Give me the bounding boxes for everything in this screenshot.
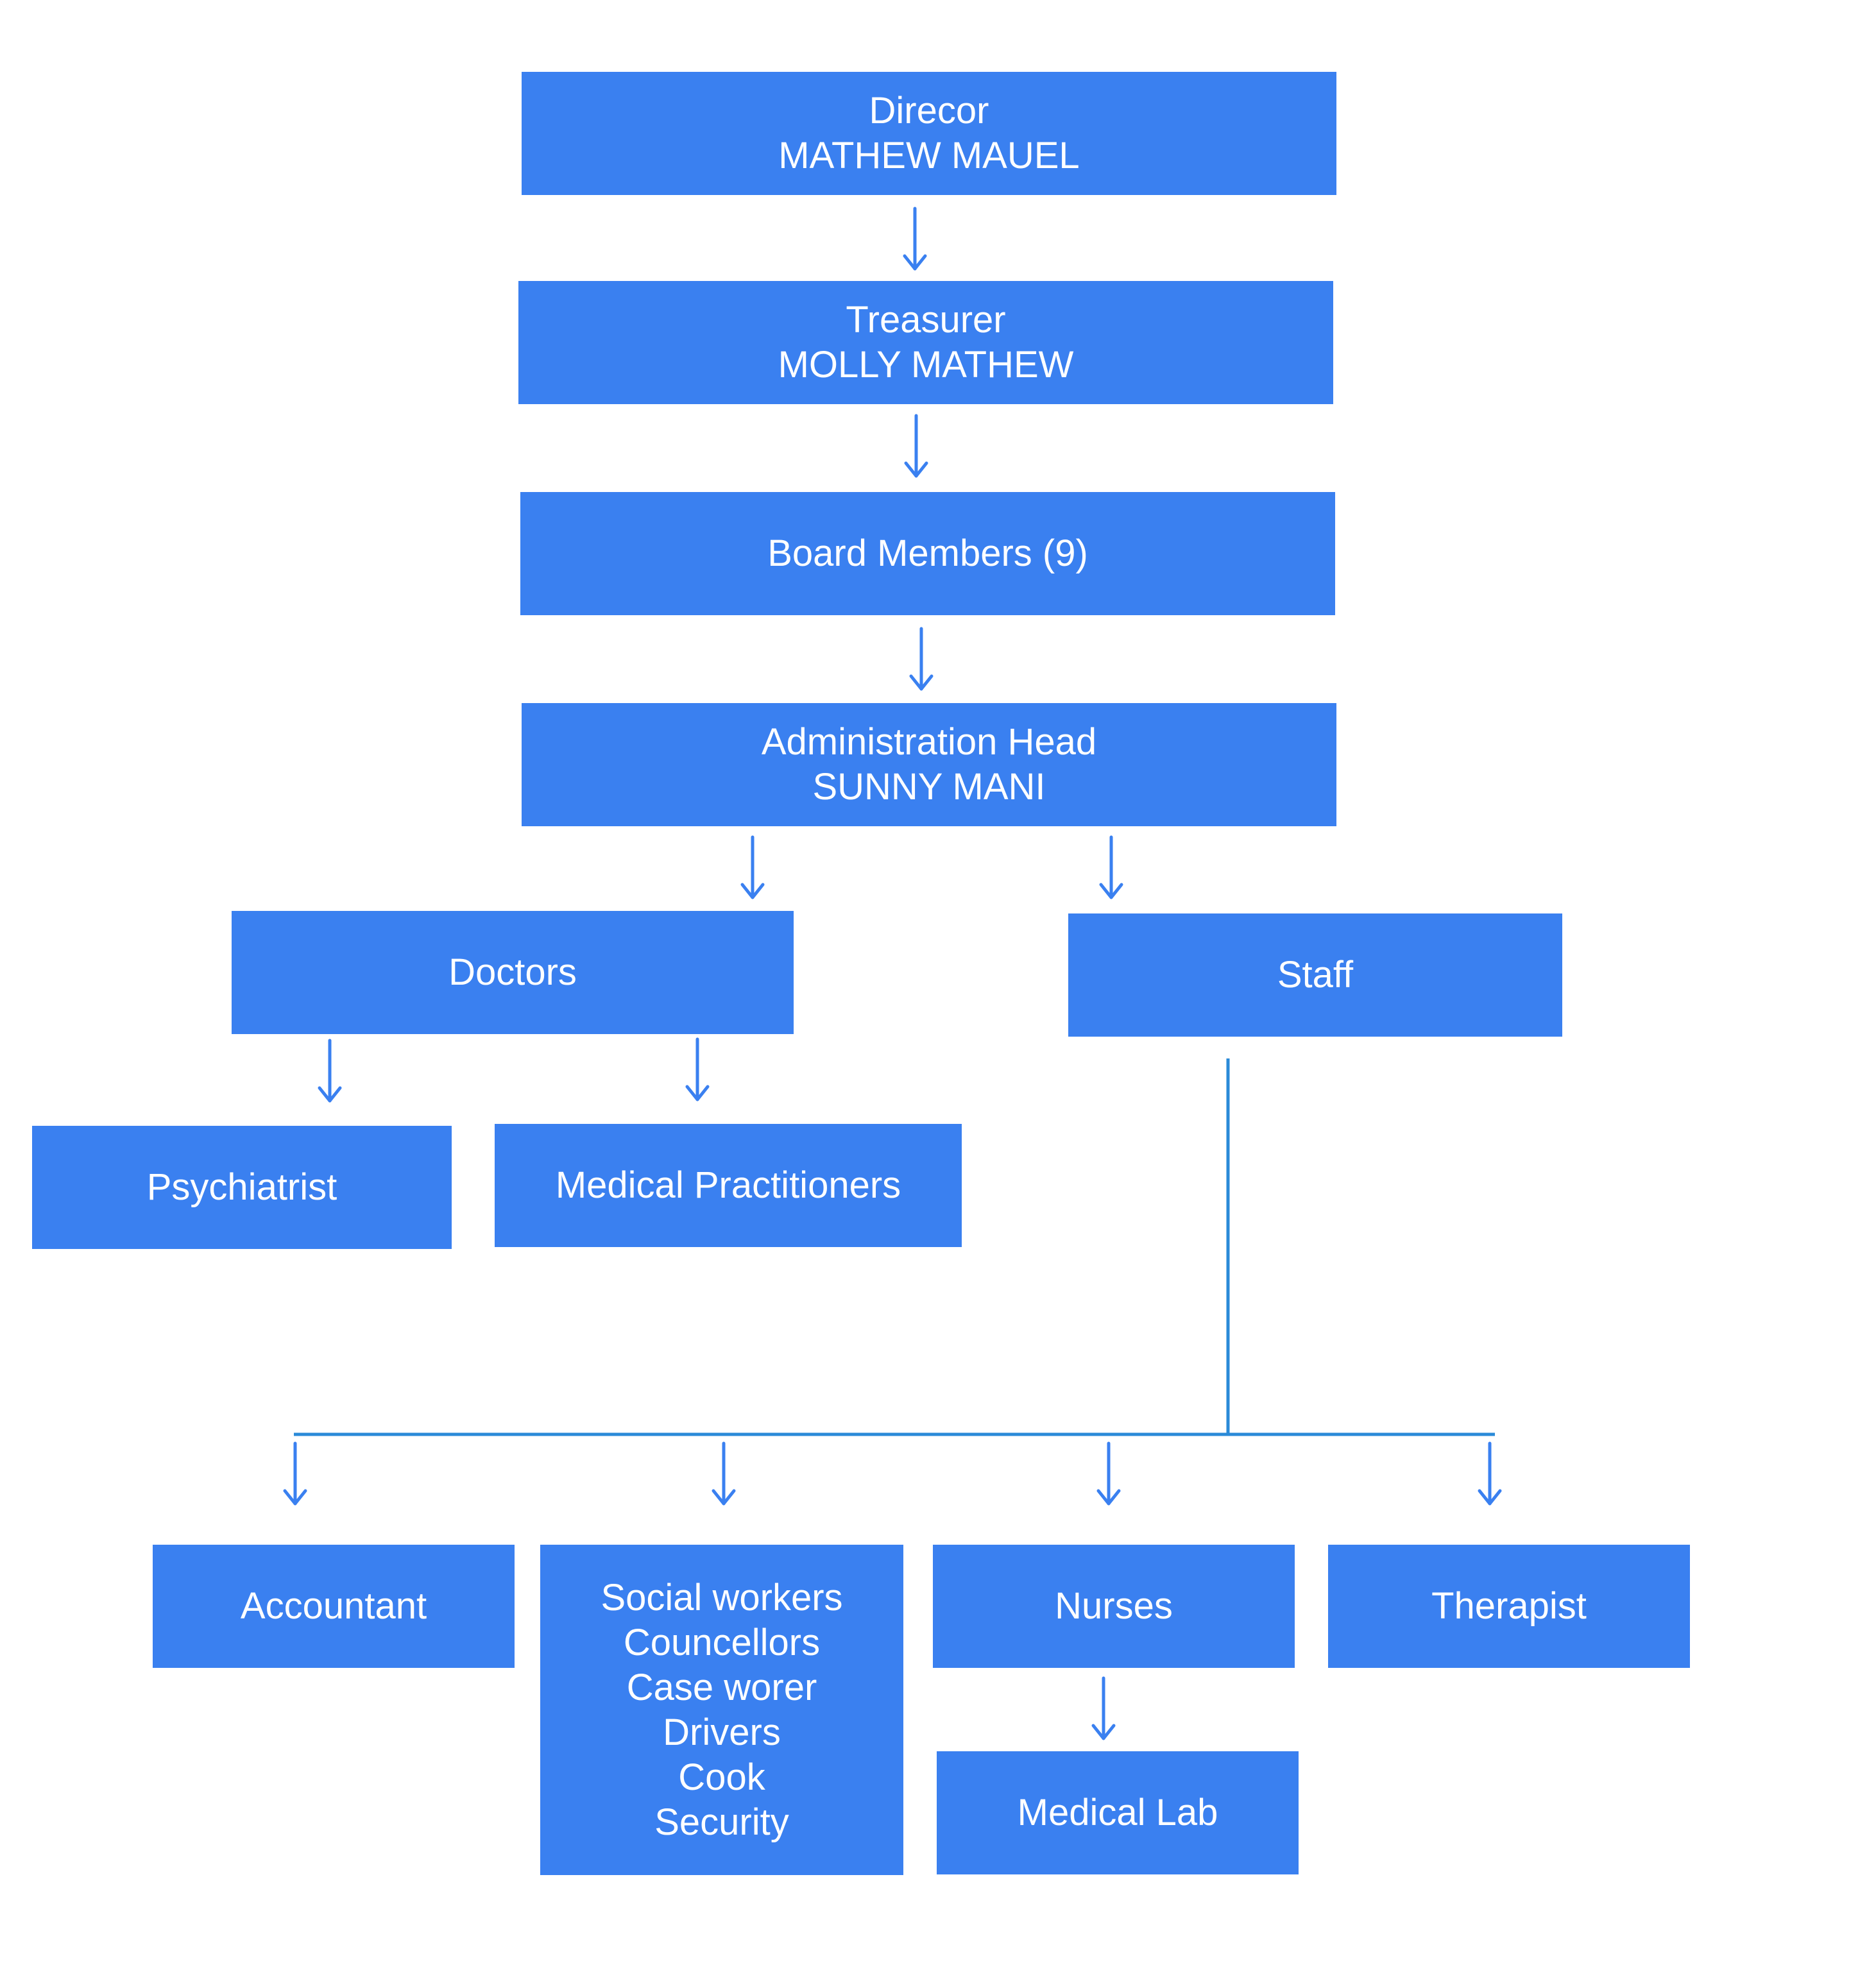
arrow-treasurer-to-board <box>906 416 926 476</box>
arrow-director-to-treasurer <box>905 208 925 269</box>
therapist-label: Therapist <box>1431 1585 1587 1627</box>
medical-practitioners-label: Medical Practitioners <box>555 1164 901 1206</box>
arrow-board-to-admin <box>911 629 932 689</box>
doctors-box: Doctors <box>232 911 794 1034</box>
director-name: MATHEW MAUEL <box>778 135 1080 176</box>
director-role: Direcor <box>869 90 989 132</box>
arrow-doctors-to-medical-practitioners <box>687 1039 708 1100</box>
psychiatrist-label: Psychiatrist <box>146 1166 337 1208</box>
medical-practitioners-box: Medical Practitioners <box>495 1124 962 1247</box>
administration-head-box: Administration Head SUNNY MANI <box>522 703 1336 826</box>
board-members-box: Board Members (9) <box>520 492 1335 615</box>
arrow-doctors-to-psychiatrist <box>320 1040 340 1101</box>
arrow-staff-to-therapist <box>1479 1443 1500 1504</box>
nurses-label: Nurses <box>1055 1585 1173 1627</box>
support-staff-councellors: Councellors <box>623 1621 821 1663</box>
arrow-staff-to-accountant <box>285 1443 305 1504</box>
treasurer-name: MOLLY MATHEW <box>778 344 1074 386</box>
arrow-staff-to-nurses <box>1098 1443 1119 1504</box>
treasurer-box: Treasurer MOLLY MATHEW <box>518 281 1333 404</box>
arrow-staff-to-support-staff <box>713 1443 734 1504</box>
accountant-box: Accountant <box>153 1545 515 1668</box>
therapist-box: Therapist <box>1328 1545 1690 1668</box>
support-staff-cook: Cook <box>678 1756 765 1798</box>
support-staff-drivers: Drivers <box>663 1711 781 1753</box>
board-members-label: Board Members (9) <box>767 532 1088 574</box>
arrow-nurses-to-medical-lab <box>1093 1678 1114 1738</box>
administration-head-role: Administration Head <box>761 721 1097 763</box>
arrow-admin-to-doctors <box>742 837 763 897</box>
support-staff-security: Security <box>654 1801 789 1843</box>
support-staff-case-worker: Case worer <box>626 1666 817 1708</box>
nurses-box: Nurses <box>933 1545 1295 1668</box>
accountant-label: Accountant <box>240 1585 427 1627</box>
doctors-label: Doctors <box>448 951 577 993</box>
medical-lab-label: Medical Lab <box>1017 1792 1218 1833</box>
medical-lab-box: Medical Lab <box>937 1751 1299 1874</box>
psychiatrist-box: Psychiatrist <box>32 1126 452 1249</box>
treasurer-role: Treasurer <box>846 299 1006 341</box>
staff-label: Staff <box>1277 954 1354 996</box>
staff-box: Staff <box>1068 913 1562 1037</box>
administration-head-name: SUNNY MANI <box>812 766 1046 808</box>
support-staff-box: Social workers Councellors Case worer Dr… <box>540 1545 903 1875</box>
support-staff-social-workers: Social workers <box>601 1576 843 1618</box>
director-box: Direcor MATHEW MAUEL <box>522 72 1336 195</box>
arrow-admin-to-staff <box>1101 837 1121 897</box>
